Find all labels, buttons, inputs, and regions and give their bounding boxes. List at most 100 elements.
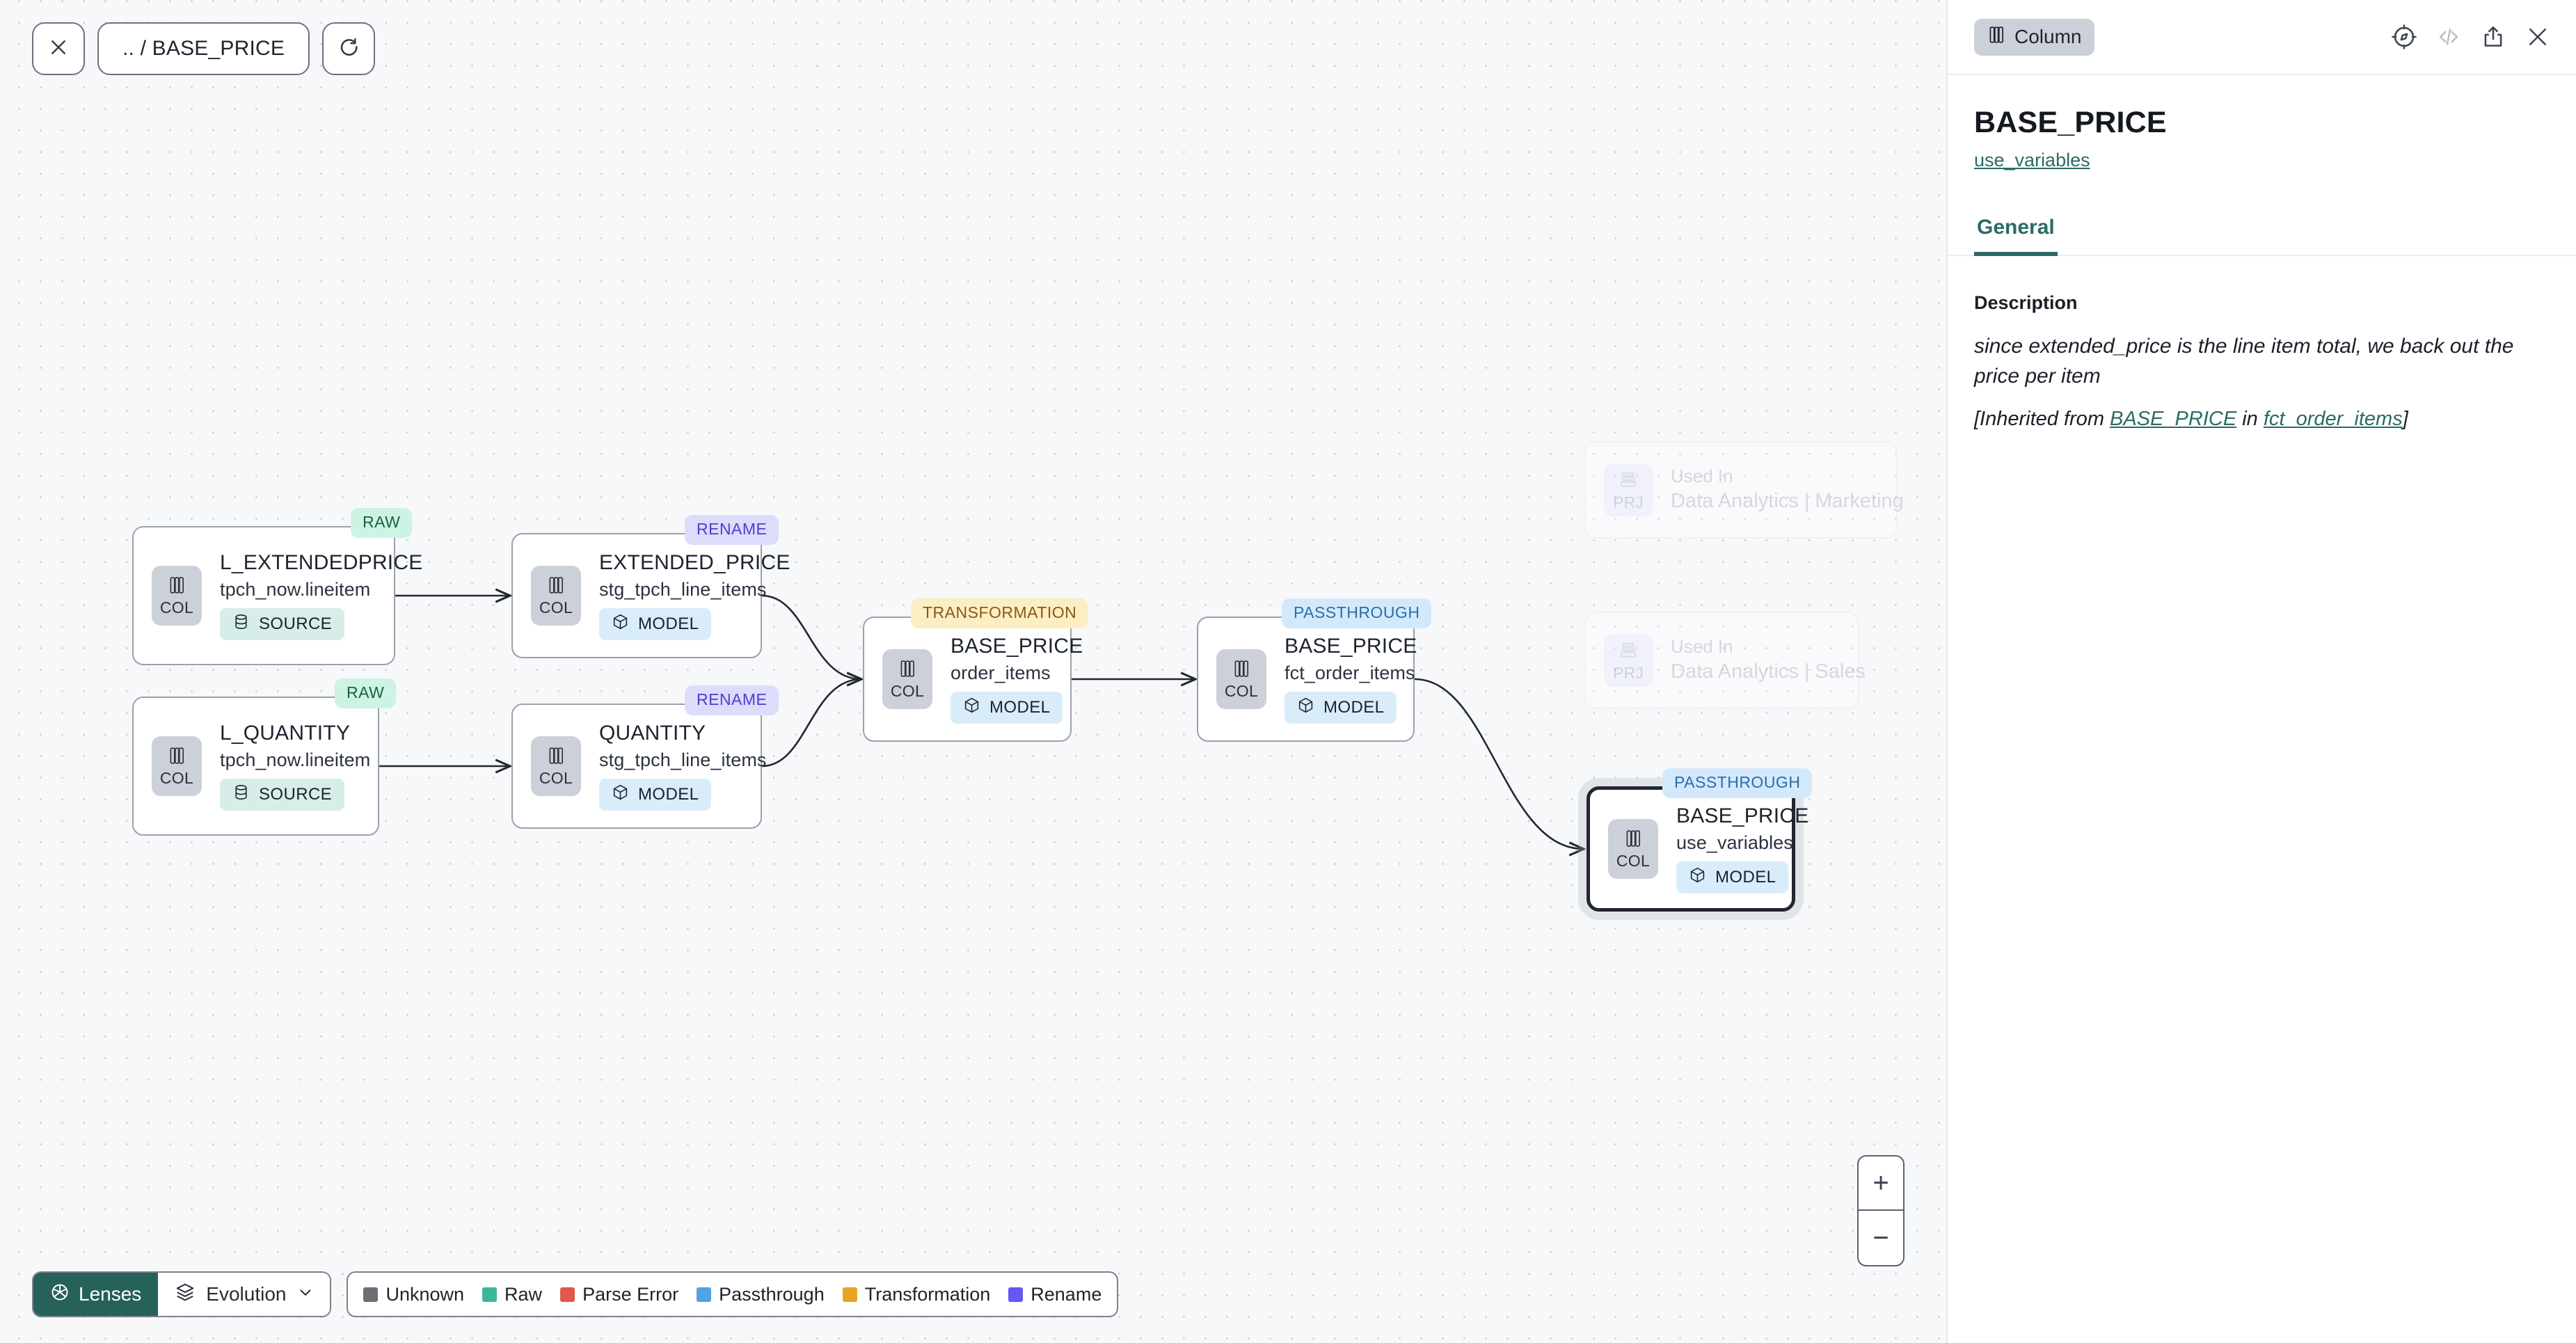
column-badge-label: COL (890, 681, 925, 700)
legend-swatch (1008, 1287, 1024, 1302)
node-asset-chip: MODEL (1285, 691, 1397, 724)
legend-swatch (560, 1287, 575, 1302)
legend-swatch (842, 1287, 857, 1302)
share-icon[interactable] (2480, 24, 2506, 50)
legend-item-unknown[interactable]: Unknown (363, 1284, 464, 1305)
column-icon (1624, 829, 1642, 852)
legend-item-passthrough[interactable]: Passthrough (697, 1284, 825, 1305)
lens-tag-transformation: TRANSFORMATION (911, 598, 1089, 628)
node-asset-chip: SOURCE (220, 607, 345, 640)
ghost-card-used-in[interactable]: PRJ Used In Data Analytics | Sales (1584, 612, 1866, 709)
column-badge-label: COL (539, 768, 573, 787)
chevron-down-icon (296, 1283, 315, 1306)
project-badge-label: PRJ (1613, 663, 1644, 682)
column-icon (898, 659, 916, 682)
column-type-badge: COL (152, 565, 202, 626)
column-icon (168, 746, 186, 769)
node-asset-chip: MODEL (1676, 861, 1789, 893)
node-title: QUANTITY (599, 722, 706, 745)
inherited-prefix: [Inherited from (1974, 408, 2110, 431)
node-subtitle: stg_tpch_line_items (599, 749, 767, 770)
legend-label: Transformation (864, 1283, 991, 1305)
column-icon (547, 746, 565, 769)
cube-icon (1689, 866, 1706, 889)
legend-label: Rename (1031, 1283, 1102, 1305)
close-button[interactable] (32, 22, 85, 75)
node-subtitle: stg_tpch_line_items (599, 578, 767, 600)
layers-icon (175, 1282, 196, 1308)
legend-item-rename[interactable]: Rename (1008, 1284, 1102, 1305)
lens-tag-passthrough: PASSTHROUGH (1662, 768, 1813, 798)
zoom-out-button[interactable]: − (1873, 1223, 1889, 1253)
inherited-column-link[interactable]: BASE_PRICE (2110, 408, 2237, 431)
code-icon (2435, 24, 2462, 50)
description-text: since extended_price is the line item to… (1974, 335, 2514, 388)
node-asset-chip: SOURCE (220, 778, 345, 811)
node-title: BASE_PRICE (1285, 635, 1417, 658)
node-subtitle: tpch_now.lineitem (220, 578, 371, 600)
node-asset-chip-label: MODEL (1715, 867, 1776, 887)
legend-item-raw[interactable]: Raw (482, 1284, 542, 1305)
node-subtitle: order_items (951, 662, 1051, 683)
lens-tag-raw: RAW (335, 678, 397, 708)
project-badge: PRJ (1604, 634, 1653, 687)
tab-general[interactable]: General (1974, 212, 2058, 256)
node-subtitle: fct_order_items (1285, 662, 1415, 683)
lineage-canvas[interactable]: .. / BASE_PRICE (0, 0, 1946, 1343)
details-panel-header: Column (1948, 0, 2576, 75)
close-icon[interactable] (2525, 24, 2551, 50)
lens-tag-passthrough: PASSTHROUGH (1282, 598, 1432, 628)
legend-item-parse-error[interactable]: Parse Error (560, 1284, 678, 1305)
node-asset-chip: MODEL (599, 778, 712, 811)
project-icon (1618, 640, 1639, 665)
lenses-button[interactable]: Lenses (33, 1273, 159, 1316)
legend-label: Raw (504, 1283, 543, 1305)
legend-label: Unknown (385, 1283, 465, 1305)
canvas-bottom-bar: Lenses Evolution Unknown (32, 1271, 1119, 1317)
legend-swatch (482, 1287, 498, 1302)
refresh-button[interactable] (322, 22, 376, 75)
page-title: BASE_PRICE (1974, 106, 2167, 139)
lens-legend: Unknown Raw Parse Error Passthrough Transfor… (347, 1271, 1119, 1317)
column-badge-label: COL (539, 598, 573, 617)
lens-tag-rename: RENAME (685, 685, 779, 715)
compass-icon[interactable] (2391, 24, 2417, 50)
node-asset-chip-label: SOURCE (259, 614, 333, 633)
column-type-badge: COL (882, 649, 932, 709)
column-type-badge: COL (1608, 818, 1658, 879)
inherited-model-link[interactable]: fct_order_items (2263, 408, 2403, 431)
parent-model-link[interactable]: use_variables (1974, 150, 2090, 170)
node-title: BASE_PRICE (951, 635, 1083, 658)
cube-icon (612, 784, 629, 806)
node-asset-chip-label: SOURCE (259, 784, 333, 804)
column-type-badge: COL (152, 736, 202, 796)
ghost-card-name: Data Analytics | Sales (1671, 660, 1866, 683)
zoom-in-button[interactable]: + (1859, 1157, 1903, 1211)
inherited-note: [Inherited from BASE_PRICE in fct_order_… (1948, 391, 2576, 431)
ghost-card-caption: Used In (1671, 636, 1733, 658)
ghost-card-used-in[interactable]: PRJ Used In Data Analytics | Marketing (1584, 441, 1904, 539)
node-subtitle: use_variables (1676, 832, 1793, 853)
evolution-dropdown[interactable]: Evolution (158, 1273, 331, 1316)
column-type-badge: COL (531, 736, 581, 796)
column-icon (1987, 25, 2005, 49)
breadcrumb[interactable]: .. / BASE_PRICE (97, 22, 310, 75)
aperture-icon (50, 1282, 70, 1307)
lenses-label: Lenses (79, 1283, 142, 1305)
column-type-badge: COL (531, 565, 581, 626)
lens-tag-rename: RENAME (685, 515, 779, 545)
legend-item-transformation[interactable]: Transformation (842, 1283, 991, 1305)
node-asset-chip-label: MODEL (1323, 697, 1385, 717)
panel-tabs: General (1948, 212, 2576, 256)
project-badge: PRJ (1604, 463, 1653, 516)
legend-swatch (697, 1287, 712, 1302)
column-badge-label: COL (159, 598, 194, 617)
node-asset-chip-label: MODEL (638, 784, 699, 804)
